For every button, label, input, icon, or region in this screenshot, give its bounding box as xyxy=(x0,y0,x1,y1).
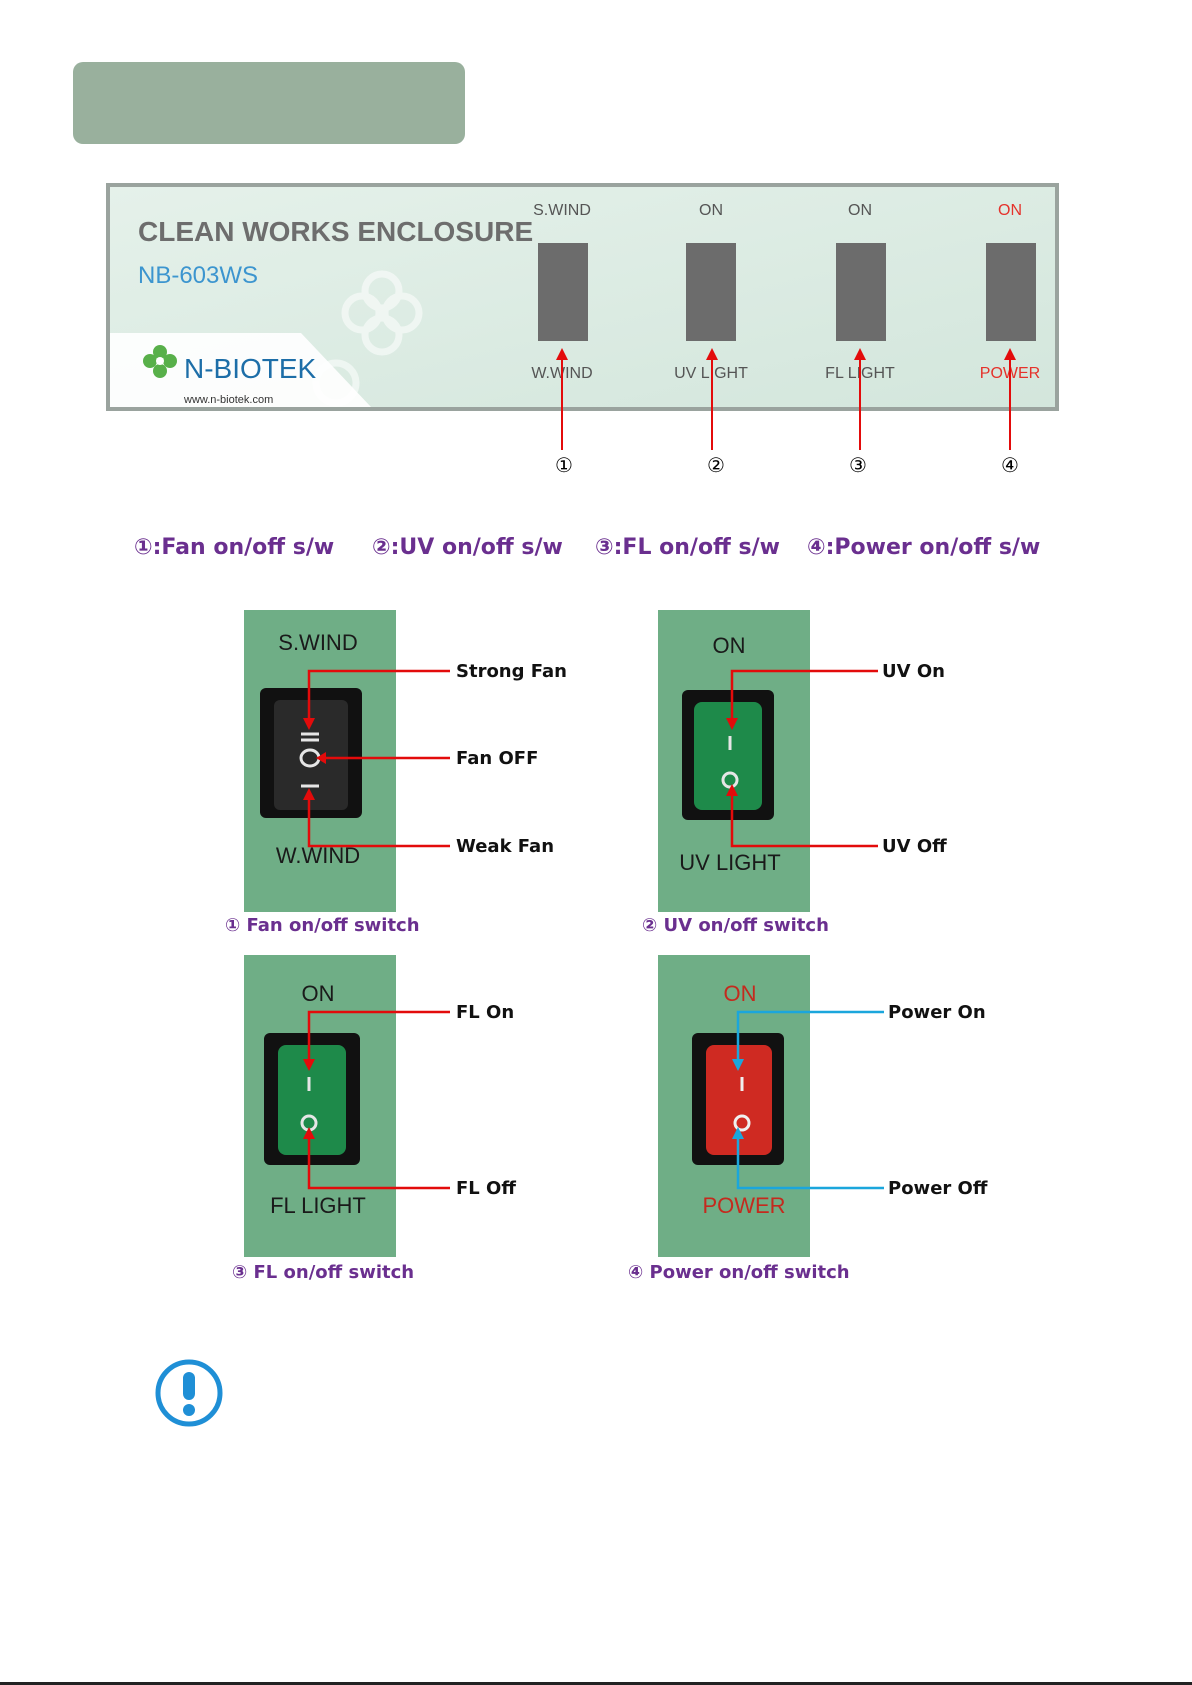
fan-detail-bottom-label: W.WIND xyxy=(276,843,360,868)
uv-switch-detail: ON UV LIGHT UV On UV Off xyxy=(658,610,947,912)
marker-4: ④ xyxy=(1001,453,1019,477)
section-title-bar xyxy=(73,62,465,144)
fl-detail-top-label: ON xyxy=(302,981,335,1006)
uv-switch-rocker-icon xyxy=(721,736,739,789)
callout-power-off: Power Off xyxy=(888,1178,988,1199)
switch2-top-label: ON xyxy=(699,202,723,219)
caption-power-switch: ④ Power on/off switch xyxy=(628,1262,850,1283)
brand-name: N-BIOTEK xyxy=(184,353,317,384)
caption-uv-switch: ② UV on/off switch xyxy=(642,915,829,936)
fan-detail-top-label: S.WIND xyxy=(278,630,357,655)
fl-detail-bottom-label: FL LIGHT xyxy=(270,1193,366,1218)
legend-fan: ①:Fan on/off s/w xyxy=(134,535,335,560)
legend-fl: ③:FL on/off s/w xyxy=(595,535,780,560)
panel-title: CLEAN WORKS ENCLOSURE xyxy=(138,216,533,247)
page-bottom-rule xyxy=(0,1682,1192,1685)
fl-switch-detail: ON FL LIGHT FL On FL Off xyxy=(244,955,516,1257)
callout-strong-fan: Strong Fan xyxy=(456,661,567,682)
switch4-top-label: ON xyxy=(998,202,1022,219)
callout-fl-on: FL On xyxy=(456,1002,514,1023)
caption-fan-switch: ① Fan on/off switch xyxy=(225,915,420,936)
callout-power-on: Power On xyxy=(888,1002,986,1023)
fan-switch-detail: S.WIND W.WIND Strong Fan Fan OFF Weak Fa… xyxy=(244,610,567,912)
decorative-logo-pattern xyxy=(312,270,423,407)
callout-weak-fan: Weak Fan xyxy=(456,836,554,857)
marker-3: ③ xyxy=(849,453,867,477)
switch1-top-label: S.WIND xyxy=(533,202,591,219)
panel-pointer-arrows: ① ② ③ ④ xyxy=(555,348,1019,477)
power-switch-rocker-icon xyxy=(733,1077,751,1132)
brand-website: www.n-biotek.com xyxy=(183,394,273,406)
power-detail-bottom-label: POWER xyxy=(702,1193,785,1218)
uv-detail-top-label: ON xyxy=(713,633,746,658)
marker-1: ① xyxy=(555,453,573,477)
switch3-top-label: ON xyxy=(848,202,872,219)
legend-power: ④:Power on/off s/w xyxy=(807,535,1041,560)
power-switch-detail: ON POWER Power On Power Off xyxy=(658,955,988,1257)
uv-detail-bottom-label: UV LIGHT xyxy=(679,850,780,875)
panel-model: NB-603WS xyxy=(138,262,258,289)
legend-uv: ②:UV on/off s/w xyxy=(372,535,563,560)
control-panel-illustration: CLEAN WORKS ENCLOSURE NB-603WS N-BIOTEK … xyxy=(106,183,1059,411)
power-detail-top-label: ON xyxy=(724,981,757,1006)
callout-fan-off: Fan OFF xyxy=(456,748,538,769)
callout-fl-off: FL Off xyxy=(456,1178,516,1199)
callout-uv-off: UV Off xyxy=(882,836,947,857)
n-biotek-logo xyxy=(143,345,177,378)
caption-fl-switch: ③ FL on/off switch xyxy=(232,1262,415,1283)
fl-switch[interactable] xyxy=(836,243,886,341)
callout-uv-on: UV On xyxy=(882,661,945,682)
exclamation-circle-icon xyxy=(155,1359,223,1427)
power-switch[interactable] xyxy=(986,243,1036,341)
fan-switch[interactable] xyxy=(538,243,588,341)
uv-switch[interactable] xyxy=(686,243,736,341)
marker-2: ② xyxy=(707,453,725,477)
